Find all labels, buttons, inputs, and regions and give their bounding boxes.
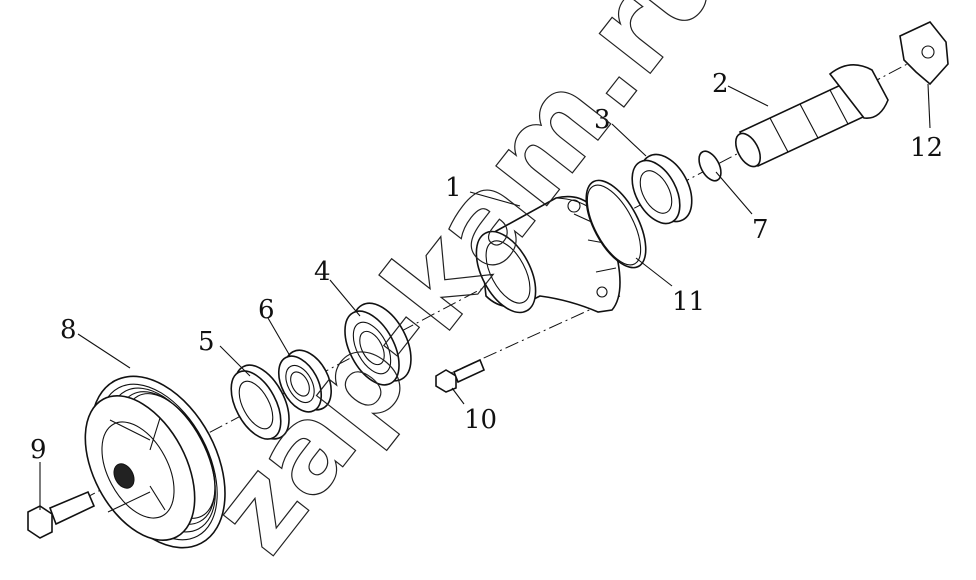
callout-9: 9 — [30, 435, 47, 465]
part-cap-12 — [899, 21, 949, 86]
part-seal-5 — [230, 364, 290, 440]
callout-7: 7 — [752, 215, 769, 245]
callout-3: 3 — [594, 105, 611, 135]
part-pulley — [84, 375, 226, 549]
callout-8: 8 — [60, 315, 77, 345]
part-shaft — [734, 64, 889, 168]
part-ring-7 — [698, 150, 722, 182]
part-oring-11 — [585, 179, 647, 269]
callout-10: 10 — [464, 405, 497, 435]
callout-12: 12 — [910, 133, 943, 163]
watermark-text: zap-kam.ru — [183, 0, 753, 577]
part-bearing-3 — [631, 153, 693, 225]
callout-1: 1 — [445, 173, 462, 203]
part-bearing-6 — [277, 349, 332, 413]
callout-4: 4 — [314, 257, 331, 287]
leader-lines — [39, 83, 931, 510]
part-housing — [475, 195, 621, 314]
callout-5: 5 — [198, 327, 215, 357]
callout-2: 2 — [712, 69, 729, 99]
part-bolt-9 — [27, 490, 96, 539]
part-bolt-10 — [435, 358, 486, 393]
callout-6: 6 — [258, 295, 275, 325]
callout-11: 11 — [672, 287, 705, 317]
part-bearing-4 — [344, 302, 412, 386]
